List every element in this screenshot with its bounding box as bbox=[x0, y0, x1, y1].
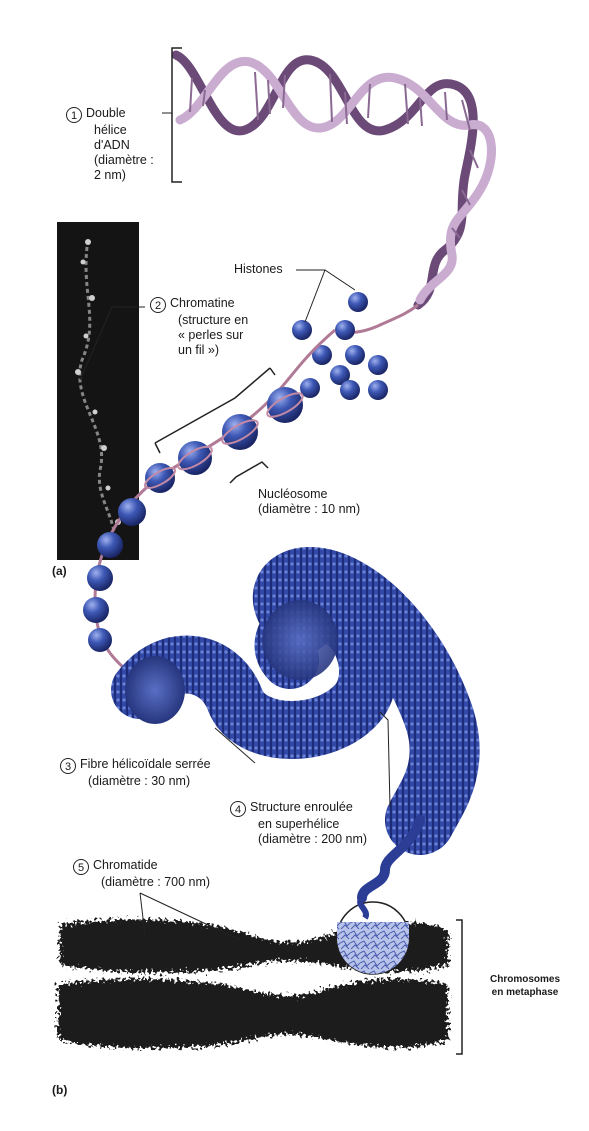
dna-helix-line-2: hélice bbox=[94, 123, 127, 137]
panel-a-label: (a) bbox=[52, 564, 67, 578]
chromatin-line-1: Chromatine bbox=[170, 296, 235, 310]
dna-helix-line-5: 2 nm) bbox=[94, 168, 126, 182]
nucleosome-line-1: Nucléosome bbox=[258, 487, 328, 501]
nucleosome-line-2: (diamètre : 10 nm) bbox=[258, 502, 361, 516]
chromatid-line-1: Chromatide bbox=[93, 858, 158, 872]
chromosomes-line-2: en metaphase bbox=[491, 987, 559, 998]
chromosomes-line-1: Chromosomes bbox=[490, 974, 561, 985]
number-1-icon: 1 bbox=[66, 107, 82, 123]
number-2-icon: 2 bbox=[150, 297, 166, 313]
number-5-icon: 5 bbox=[73, 859, 89, 875]
chromatin-line-4: un fil ») bbox=[178, 343, 219, 357]
number-3-icon: 3 bbox=[60, 758, 76, 774]
fiber-line-1: Fibre hélicoïdale serrée bbox=[80, 757, 211, 771]
supercoil-line-1: Structure enroulée bbox=[250, 800, 353, 814]
free-histones bbox=[292, 292, 388, 400]
number-4-icon: 4 bbox=[230, 801, 246, 817]
dna-double-helix bbox=[171, 50, 496, 310]
brackets bbox=[154, 47, 463, 1055]
panel-b-label: (b) bbox=[52, 1083, 68, 1097]
dna-helix-line-3: d'ADN bbox=[94, 138, 130, 152]
fiber-line-2: (diamètre : 30 nm) bbox=[88, 774, 191, 788]
chromatid-line-2: (diamètre : 700 nm) bbox=[101, 875, 211, 889]
dna-helix-line-4: (diamètre : bbox=[94, 153, 154, 167]
label-nucleosome: Nucléosome (diamètre : 10 nm) bbox=[258, 487, 360, 517]
label-supercoil: 4 Structure enroulée en superhélice (diam… bbox=[230, 800, 367, 847]
chromatin-line-2: (structure en bbox=[178, 313, 249, 327]
leader-lines bbox=[79, 112, 391, 941]
label-chromosomes-metaphase: Chromosomes en metaphase bbox=[490, 973, 560, 999]
chromatin-line-3: « perles sur bbox=[178, 328, 244, 342]
beads-on-string bbox=[83, 328, 336, 682]
supercoil-line-2: en superhélice bbox=[258, 817, 340, 831]
label-30nm-fiber: 3 Fibre hélicoïdale serrée (diamètre : 30… bbox=[60, 757, 211, 789]
label-chromatin: 2 Chromatine (structure en « perles sur u… bbox=[150, 296, 248, 358]
label-chromatid: 5 Chromatide (diamètre : 700 nm) bbox=[73, 858, 210, 890]
dna-helix-line-1: Double bbox=[86, 106, 126, 120]
label-dna-helix: 1 Double hélice d'ADN (diamètre : 2 nm) bbox=[66, 106, 154, 183]
magnified-section bbox=[336, 895, 410, 975]
supercoil-line-3: (diamètre : 200 nm) bbox=[258, 832, 368, 846]
label-histones: Histones bbox=[234, 262, 283, 276]
chromatin-fiber bbox=[111, 547, 480, 903]
